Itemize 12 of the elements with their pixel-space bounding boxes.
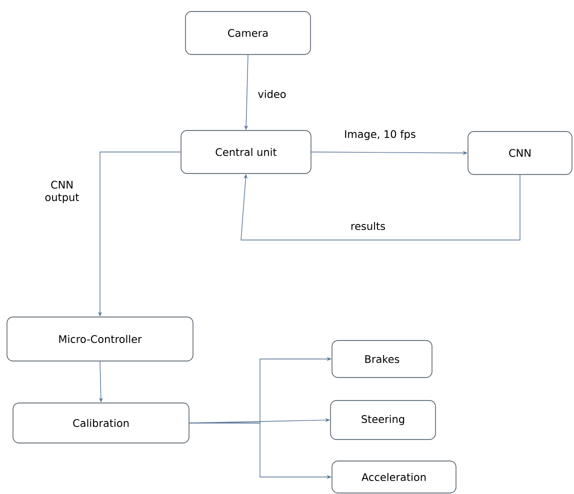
process-box: Micro-Controller: [6, 316, 194, 362]
process-box: Brakes: [332, 340, 432, 378]
edge-label: results: [351, 222, 386, 230]
process-box: Steering: [330, 400, 436, 440]
edge-label: video: [258, 90, 286, 98]
process-box: Camera: [185, 11, 311, 55]
process-box: Acceleration: [332, 460, 456, 494]
process-box: Central unit: [180, 130, 312, 174]
edge-label: Image, 10 fps: [345, 130, 416, 140]
edge-label: CNN output: [45, 180, 79, 204]
process-box: Calibration: [12, 402, 190, 444]
process-box: CNN: [468, 131, 572, 175]
